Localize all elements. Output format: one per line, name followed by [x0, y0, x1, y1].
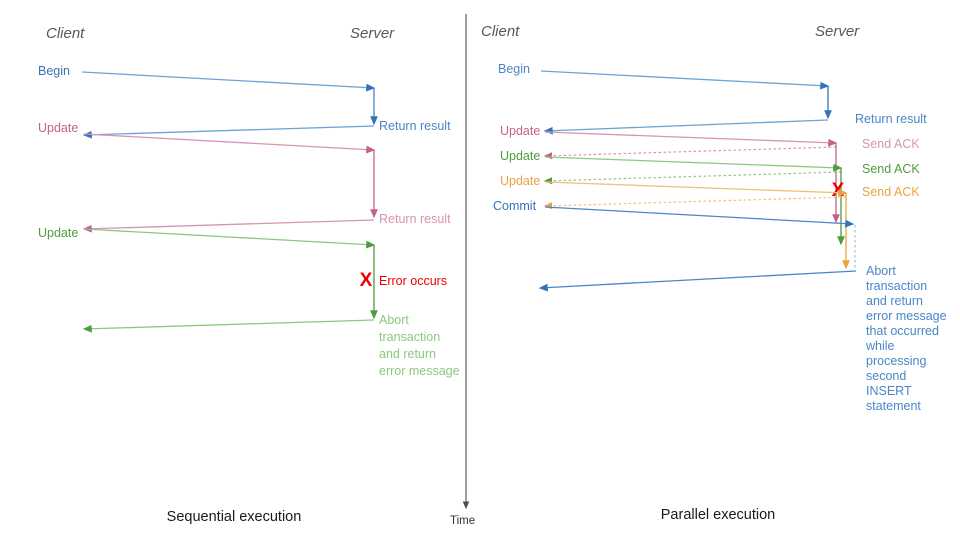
label-send-ack-3: Send ACK — [862, 185, 920, 199]
message-return-result-1: Return result — [82, 119, 451, 139]
abort-note-p-line-2: transaction — [866, 279, 927, 293]
abort-note-p-line-1: Abort — [866, 264, 896, 278]
lane-header-client-parallel: Client — [481, 23, 520, 40]
arrow-send-ack-2 — [543, 171, 842, 185]
arrow-update-2-parallel — [544, 156, 843, 172]
arrow-abort-parallel — [538, 270, 857, 292]
label-update-3-parallel: Update — [500, 174, 540, 188]
arrow-abort-sequential — [82, 319, 375, 333]
arrow-send-ack-1 — [543, 146, 837, 160]
time-axis-label: Time — [450, 515, 475, 527]
message-update-1-parallel: Update — [500, 124, 838, 147]
message-return-result-parallel: Return result — [543, 112, 927, 135]
abort-note-line-1: Abort — [379, 313, 409, 327]
label-send-ack-1: Send ACK — [862, 137, 920, 151]
lane-header-client: Client — [46, 25, 85, 42]
abort-note-p-line-9: INSERT — [866, 384, 912, 398]
abort-note-p-line-10: statement — [866, 399, 921, 413]
label-begin-parallel: Begin — [498, 62, 530, 76]
message-begin: Begin — [38, 64, 376, 92]
abort-note-line-2: transaction — [379, 330, 440, 344]
panel-parallel: Client Server Begin Return result Update… — [481, 23, 947, 523]
label-return-result-parallel: Return result — [855, 112, 927, 126]
time-axis: Time — [450, 14, 475, 527]
message-return-result-2: Return result — [82, 212, 451, 233]
arrow-commit-parallel — [544, 206, 855, 228]
arrow-return-result-2 — [82, 219, 375, 233]
error-x-icon: X — [360, 270, 373, 291]
abort-note-p-line-5: that occurred — [866, 324, 939, 338]
label-update-2: Update — [38, 226, 78, 240]
panel-sequential: Client Server Begin Return result Update — [38, 25, 460, 525]
label-return-result-1: Return result — [379, 119, 451, 133]
arrow-update-1 — [83, 133, 376, 154]
label-return-result-2: Return result — [379, 212, 451, 226]
label-send-ack-2: Send ACK — [862, 162, 920, 176]
caption-parallel: Parallel execution — [661, 507, 775, 523]
label-begin: Begin — [38, 64, 70, 78]
message-begin-parallel: Begin — [498, 62, 830, 90]
abort-note-p-line-6: while — [865, 339, 895, 353]
label-update-1: Update — [38, 121, 78, 135]
label-commit-parallel: Commit — [493, 199, 537, 213]
message-commit-parallel: Commit — [493, 199, 855, 228]
abort-note-p-line-3: and return — [866, 294, 923, 308]
arrow-send-ack-3 — [543, 196, 847, 210]
message-update-1: Update — [38, 121, 376, 154]
arrow-begin-parallel — [540, 70, 830, 90]
arrow-return-result-parallel — [543, 119, 829, 135]
arrow-return-result-1 — [82, 125, 375, 139]
lane-header-server: Server — [350, 25, 395, 42]
caption-sequential: Sequential execution — [167, 509, 302, 525]
arrow-begin — [81, 71, 376, 92]
message-update-3-parallel: Update — [500, 174, 848, 197]
label-update-2-parallel: Update — [500, 149, 540, 163]
lane-header-server-parallel: Server — [815, 23, 860, 40]
error-marker: X Error occurs — [360, 270, 447, 291]
arrow-update-1-parallel — [544, 131, 838, 147]
abort-note-parallel: Abort transaction and return error messa… — [865, 264, 947, 413]
message-update-2-parallel: Update — [500, 149, 843, 172]
abort-note-line-3: and return — [379, 347, 436, 361]
error-occurs-label: Error occurs — [379, 274, 447, 288]
abort-note-line-4: error message — [379, 364, 460, 378]
label-update-1-parallel: Update — [500, 124, 540, 138]
abort-note-p-line-7: processing — [866, 354, 926, 368]
arrow-update-3-parallel — [544, 181, 848, 197]
arrow-update-2 — [83, 228, 376, 249]
abort-note-sequential: Abort transaction and return error messa… — [379, 313, 460, 378]
abort-note-p-line-8: second — [866, 369, 906, 383]
abort-note-p-line-4: error message — [866, 309, 947, 323]
message-update-2: Update — [38, 226, 376, 249]
